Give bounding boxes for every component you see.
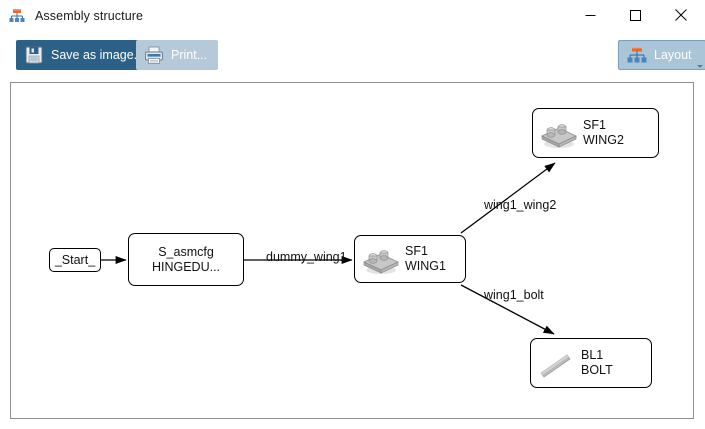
node-start-line1: _Start_ <box>54 252 96 267</box>
node-asmcfg-labels: S_asmcfg HINGEDU... <box>152 245 220 275</box>
toolbar: Save as image... Print... <box>0 31 705 78</box>
node-wing2-line1: SF1 <box>583 118 606 133</box>
node-wing2-labels: SF1 WING2 <box>583 118 624 148</box>
save-as-image-label: Save as image... <box>51 48 145 62</box>
node-wing1-line1: SF1 <box>405 244 428 259</box>
graph-node-wing2[interactable]: SF1 WING2 <box>532 108 659 158</box>
surface-feature-icon <box>361 243 401 275</box>
edge-wing1-wing2 <box>460 162 556 234</box>
node-bolt-line2: BOLT <box>581 363 613 377</box>
assembly-tree-icon <box>626 44 648 66</box>
print-label: Print... <box>171 48 208 62</box>
graph-node-asmcfg[interactable]: S_asmcfg HINGEDU... <box>128 233 244 286</box>
graph-edges <box>101 162 556 335</box>
node-asmcfg-line1: S_asmcfg <box>158 244 214 259</box>
node-wing2-line2: WING2 <box>583 133 624 147</box>
edge-label-wing1-bolt: wing1_bolt <box>484 288 544 302</box>
graph-node-bolt[interactable]: BL1 BOLT <box>530 338 652 388</box>
minimize-icon[interactable] <box>568 0 613 30</box>
print-button[interactable]: Print... <box>136 40 219 70</box>
assembly-tree-icon <box>9 8 25 24</box>
node-start-labels: _Start_ <box>55 253 95 268</box>
assembly-graph-canvas[interactable]: _Start_ S_asmcfg HINGEDU... <box>10 82 694 419</box>
node-asmcfg-line2: HINGEDU... <box>151 259 221 274</box>
graph-node-wing1[interactable]: SF1 WING1 <box>354 235 466 283</box>
node-bolt-labels: BL1 BOLT <box>581 348 613 378</box>
node-wing1-labels: SF1 WING1 <box>405 244 446 274</box>
edge-label-dummy-wing1: dummy_wing1 <box>266 250 347 264</box>
node-bolt-line1: BL1 <box>581 348 604 363</box>
layout-label: Layout <box>654 48 692 62</box>
edge-wing1-bolt <box>460 284 555 335</box>
layout-button[interactable]: Layout <box>618 40 705 70</box>
window-titlebar: Assembly structure <box>0 0 705 31</box>
chevron-down-icon[interactable] <box>696 65 703 68</box>
node-wing1-line2: WING1 <box>405 259 446 273</box>
bolt-icon <box>537 347 577 379</box>
graph-node-start[interactable]: _Start_ <box>49 248 101 272</box>
maximize-icon[interactable] <box>613 0 658 30</box>
surface-feature-icon <box>539 117 579 149</box>
floppy-disk-icon <box>23 44 45 66</box>
save-as-image-button[interactable]: Save as image... <box>16 40 156 70</box>
edge-label-wing1-wing2: wing1_wing2 <box>484 198 557 212</box>
printer-icon <box>143 44 165 66</box>
window-title: Assembly structure <box>35 8 144 23</box>
close-icon[interactable] <box>658 0 703 30</box>
